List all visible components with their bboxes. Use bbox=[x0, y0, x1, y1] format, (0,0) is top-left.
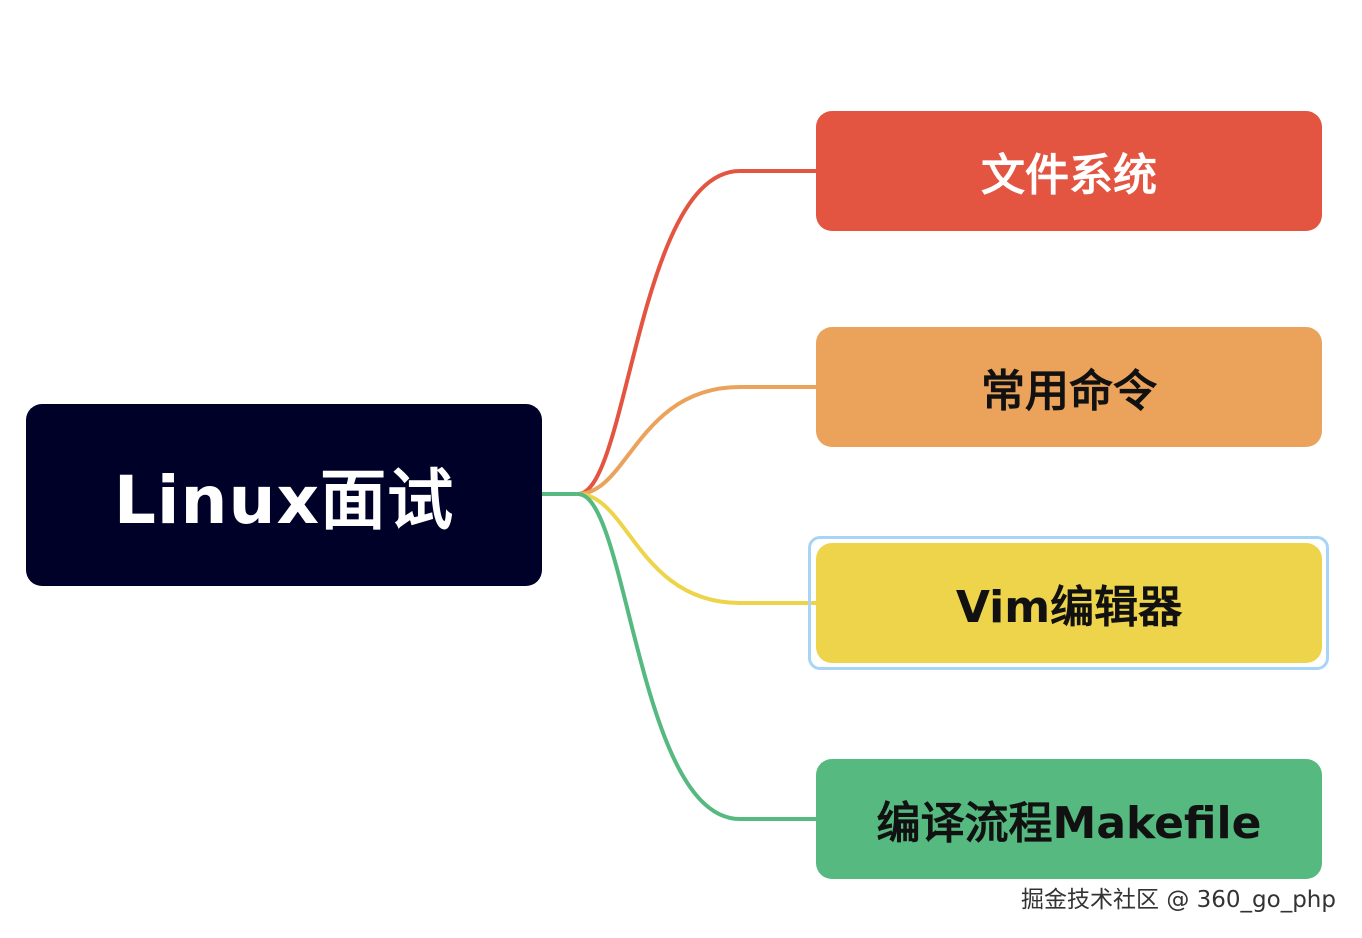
branch-node-file-system[interactable]: 文件系统 bbox=[816, 111, 1322, 231]
watermark-text: 掘金技术社区 @ 360_go_php bbox=[1021, 887, 1336, 913]
branch-node-label: 常用命令 bbox=[981, 366, 1157, 417]
root-node[interactable]: Linux面试 bbox=[26, 404, 542, 586]
branch-node-label: 编译流程Makefile bbox=[876, 798, 1262, 849]
branch-node-vim-editor[interactable]: Vim编辑器 bbox=[816, 543, 1322, 663]
branch-node-label: 文件系统 bbox=[981, 150, 1157, 201]
selection-highlight bbox=[808, 536, 1329, 670]
branch-node-label: Vim编辑器 bbox=[955, 582, 1183, 633]
connector-common-commands bbox=[576, 385, 818, 496]
branch-node-common-commands[interactable]: 常用命令 bbox=[816, 327, 1322, 447]
connector-file-system bbox=[576, 169, 818, 496]
connector-vim-editor bbox=[576, 492, 818, 605]
root-node-label: Linux面试 bbox=[113, 462, 455, 539]
connector-compile-makefile bbox=[576, 492, 818, 821]
branch-node-compile-makefile[interactable]: 编译流程Makefile bbox=[816, 759, 1322, 879]
